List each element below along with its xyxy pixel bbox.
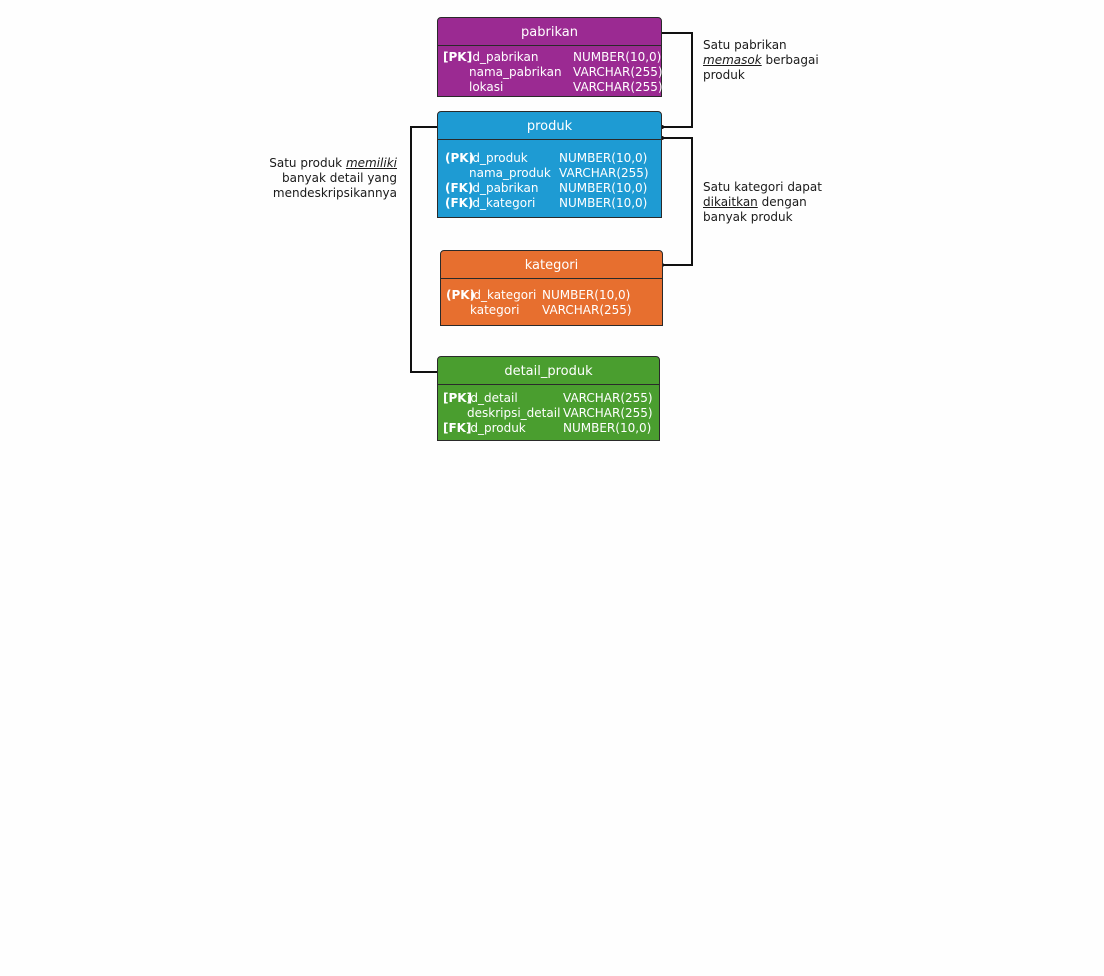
entity-title: pabrikan [437, 17, 662, 46]
note-line: banyak produk [703, 210, 793, 224]
field-name: id_kategori [469, 196, 536, 210]
note-line: banyak detail yang [281, 171, 397, 185]
field-name: lokasi [469, 80, 504, 94]
field-key: (PK) [445, 151, 475, 165]
field-type: VARCHAR(255) [573, 80, 663, 94]
entity-title: kategori [440, 250, 663, 279]
field-row: lokasi VARCHAR(255) [438, 80, 663, 95]
field-row: (PK) id_kategori NUMBER(10,0) [441, 288, 662, 303]
field-type: NUMBER(10,0) [573, 50, 662, 64]
note-pabrikan-produk: Satu pabrikan memasok berbagai produk [703, 38, 833, 83]
field-row: kategori VARCHAR(255) [441, 303, 662, 318]
relation-line-produk-detail [410, 126, 438, 373]
field-name: id_produk [467, 421, 526, 435]
entity-produk: produk (PK) id_produk NUMBER(10,0) nama_… [437, 111, 662, 218]
field-type: VARCHAR(255) [559, 166, 649, 180]
field-type: NUMBER(10,0) [559, 151, 648, 165]
note-line: dikaitkan dengan [703, 195, 843, 210]
field-row: nama_pabrikan VARCHAR(255) [438, 65, 663, 80]
note-line: Satu kategori dapat [703, 180, 822, 194]
field-row: [PK] id_detail VARCHAR(255) [438, 391, 659, 406]
field-type: NUMBER(10,0) [542, 288, 631, 302]
note-emphasis: memiliki [345, 156, 397, 170]
field-key: (PK) [446, 288, 476, 302]
field-name: id_pabrikan [469, 181, 539, 195]
note-line: mendeskripsikannya [272, 186, 397, 200]
note-line: Satu pabrikan [703, 38, 787, 52]
field-type: NUMBER(10,0) [563, 421, 652, 435]
field-row: [FK] id_produk NUMBER(10,0) [438, 421, 659, 436]
field-type: NUMBER(10,0) [559, 196, 648, 210]
field-type: NUMBER(10,0) [559, 181, 648, 195]
field-name: kategori [470, 303, 520, 317]
field-row: (FK) id_kategori NUMBER(10,0) [438, 196, 661, 211]
note-emphasis: dikaitkan [703, 195, 758, 209]
note-produk-detail: Satu produk memiliki banyak detail yang … [258, 156, 397, 201]
entity-title: detail_produk [437, 356, 660, 385]
note-kategori-produk: Satu kategori dapat dikaitkan dengan ban… [703, 180, 843, 225]
field-name: nama_pabrikan [469, 65, 562, 79]
entity-fields: (PK) id_produk NUMBER(10,0) nama_produk … [437, 140, 662, 218]
field-row: nama_produk VARCHAR(255) [438, 166, 661, 181]
field-name: id_detail [467, 391, 518, 405]
note-text: dengan [757, 195, 807, 209]
entity-pabrikan: pabrikan [PK] id_pabrikan NUMBER(10,0) n… [437, 17, 663, 97]
field-name: deskripsi_detail [467, 406, 561, 420]
note-line: Satu produk memiliki [258, 156, 397, 171]
entity-kategori: kategori (PK) id_kategori NUMBER(10,0) k… [440, 250, 663, 326]
entity-title: produk [437, 111, 662, 140]
note-text: Satu produk [269, 156, 346, 170]
field-row: (PK) id_produk NUMBER(10,0) [438, 151, 661, 166]
field-type: VARCHAR(255) [573, 65, 663, 79]
field-type: VARCHAR(255) [542, 303, 632, 317]
field-row: deskripsi_detail VARCHAR(255) [438, 406, 659, 421]
entity-fields: [PK] id_pabrikan NUMBER(10,0) nama_pabri… [437, 46, 663, 97]
entity-detail-produk: detail_produk [PK] id_detail VARCHAR(255… [437, 356, 660, 441]
field-row: [PK] id_pabrikan NUMBER(10,0) [438, 50, 661, 65]
relation-line-pabrikan-produk [662, 32, 693, 128]
entity-fields: (PK) id_kategori NUMBER(10,0) kategori V… [440, 279, 663, 326]
note-text: berbagai [761, 53, 819, 67]
field-name: id_kategori [470, 288, 537, 302]
field-key: [PK] [443, 391, 473, 405]
note-line: memasok berbagai [703, 53, 833, 68]
field-name: id_pabrikan [469, 50, 539, 64]
entity-fields: [PK] id_detail VARCHAR(255) deskripsi_de… [437, 385, 660, 441]
note-line: produk [703, 68, 745, 82]
relation-line-kategori-produk [662, 137, 693, 266]
field-key: [PK] [443, 50, 473, 64]
note-emphasis: memasok [703, 53, 762, 67]
field-key: [FK] [443, 421, 472, 435]
field-key: (FK) [445, 196, 474, 210]
field-key: (FK) [445, 181, 474, 195]
field-row: (FK) id_pabrikan NUMBER(10,0) [438, 181, 661, 196]
field-name: id_produk [469, 151, 528, 165]
field-name: nama_produk [469, 166, 551, 180]
field-type: VARCHAR(255) [563, 391, 653, 405]
field-type: VARCHAR(255) [563, 406, 653, 420]
